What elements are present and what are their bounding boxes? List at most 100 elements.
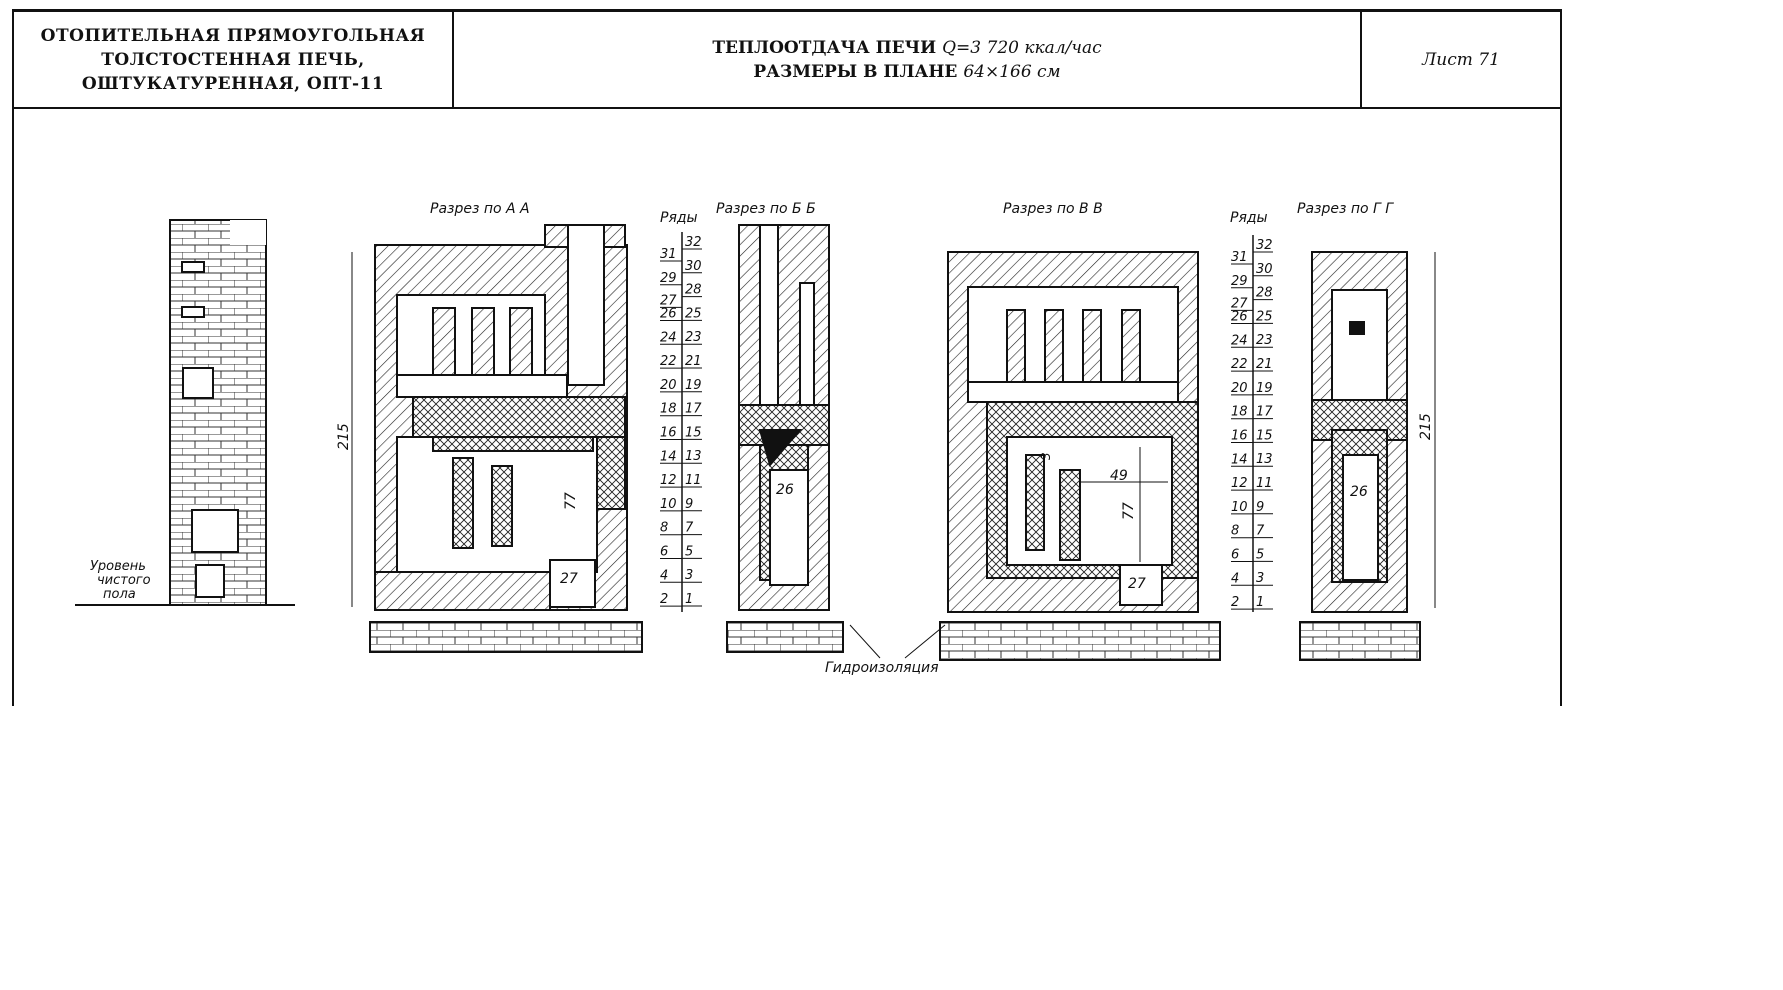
- row-number: 8: [1231, 524, 1239, 539]
- row-number: 13: [1256, 452, 1273, 467]
- row-number: 8: [660, 521, 668, 536]
- section-b-title: Разрез по Б Б: [716, 201, 816, 217]
- section-g-title: Разрез по Г Г: [1297, 201, 1394, 217]
- section-a-a: [351, 224, 643, 653]
- row-number: 17: [685, 402, 702, 417]
- name-line: ОШТУКАТУРЕННАЯ, ОПТ-11: [81, 73, 385, 94]
- row-number: 22: [1231, 357, 1248, 372]
- dim-gap: 3: [1039, 452, 1053, 460]
- name-line: ТОЛСТОСТЕННАЯ ПЕЧЬ,: [101, 49, 365, 70]
- dim-ash-width-v: 27: [1128, 576, 1146, 592]
- size-label: РАЗМЕРЫ В ПЛАНЕ: [753, 61, 958, 82]
- row-number: 7: [685, 521, 694, 536]
- row-number: 15: [1256, 428, 1273, 443]
- dim-channel-width: 26: [776, 482, 794, 498]
- row-number: 24: [660, 330, 677, 345]
- facade-view: [75, 219, 295, 606]
- row-number: 32: [685, 235, 702, 250]
- row-number: 16: [660, 426, 677, 441]
- row-number: 4: [660, 568, 668, 583]
- row-number: 27: [660, 293, 677, 308]
- row-number: 13: [685, 449, 702, 464]
- row-number: 23: [1256, 333, 1273, 348]
- row-number: 1: [685, 592, 693, 607]
- section-v-title: Разрез по В В: [1003, 201, 1103, 217]
- row-number: 24: [1231, 333, 1248, 348]
- row-number: 11: [685, 473, 702, 488]
- row-number: 11: [1256, 476, 1273, 491]
- dim-firebox-width: 49: [1110, 468, 1128, 484]
- dim-channel-width-g: 26: [1350, 484, 1368, 500]
- row-number: 6: [660, 545, 668, 560]
- row-number: 5: [685, 544, 693, 559]
- row-number: 26: [1231, 310, 1248, 325]
- row-number: 29: [1231, 274, 1248, 289]
- row-number: 4: [1231, 571, 1239, 586]
- rows-scale-1: 3230282523211917151311975313129272624222…: [660, 232, 702, 612]
- heat-value: Q=3 720 ккал/час: [942, 37, 1102, 58]
- heat-label: ТЕПЛООТДАЧА ПЕЧИ: [712, 37, 937, 58]
- row-number: 25: [1256, 309, 1273, 324]
- stove-name: ОТОПИТЕЛЬНАЯ ПРЯМОУГОЛЬНАЯ ТОЛСТОСТЕННАЯ…: [14, 12, 454, 107]
- row-number: 18: [660, 402, 677, 417]
- drawing-sheet: ОТОПИТЕЛЬНАЯ ПРЯМОУГОЛЬНАЯ ТОЛСТОСТЕННАЯ…: [12, 9, 1562, 706]
- row-number: 20: [1231, 381, 1248, 396]
- row-number: 20: [660, 378, 677, 393]
- section-b-b: [726, 224, 844, 653]
- row-number: 6: [1231, 548, 1239, 563]
- row-number: 22: [660, 354, 677, 369]
- sheet-number: Лист 71: [1422, 49, 1500, 70]
- row-number: 25: [685, 306, 702, 321]
- row-number: 10: [1231, 500, 1248, 515]
- row-number: 30: [1256, 262, 1273, 277]
- section-g-g: [1299, 251, 1436, 661]
- row-number: 26: [660, 307, 677, 322]
- dim-height-g: 215: [1418, 413, 1434, 440]
- floor-level-label: пола: [103, 587, 136, 602]
- row-number: 23: [685, 330, 702, 345]
- row-number: 10: [660, 497, 677, 512]
- name-line: ОТОПИТЕЛЬНАЯ ПРЯМОУГОЛЬНАЯ: [40, 25, 426, 46]
- dim-height: 215: [336, 423, 352, 450]
- row-number: 3: [685, 568, 693, 583]
- dim-firebox-height-v: 77: [1121, 502, 1137, 520]
- row-number: 16: [1231, 429, 1248, 444]
- row-number: 9: [685, 497, 693, 512]
- dim-firebox-height: 77: [563, 492, 579, 510]
- row-number: 14: [660, 449, 677, 464]
- dim-ash-width: 27: [560, 571, 578, 587]
- row-number: 28: [1256, 286, 1273, 301]
- row-number: 31: [660, 247, 677, 262]
- row-number: 32: [1256, 238, 1273, 253]
- row-number: 18: [1231, 405, 1248, 420]
- size-value: 64×166 см: [963, 61, 1061, 82]
- rows-label: Ряды: [660, 210, 698, 226]
- row-number: 30: [685, 259, 702, 274]
- row-number: 19: [1256, 381, 1273, 396]
- row-number: 29: [660, 271, 677, 286]
- row-number: 9: [1256, 500, 1264, 515]
- row-number: 2: [1231, 595, 1239, 610]
- row-number: 12: [1231, 476, 1248, 491]
- waterproofing-label: Гидроизоляция: [825, 660, 939, 676]
- section-v-v: [939, 251, 1221, 661]
- row-number: 17: [1256, 405, 1273, 420]
- row-number: 21: [1256, 357, 1273, 372]
- row-number: 28: [685, 283, 702, 298]
- row-number: 3: [1256, 571, 1264, 586]
- stove-specs: ТЕПЛООТДАЧА ПЕЧИ Q=3 720 ккал/час РАЗМЕР…: [454, 12, 1362, 107]
- rows-label-2: Ряды: [1230, 210, 1268, 226]
- row-number: 21: [685, 354, 702, 369]
- rows-scale-2: 3230282523211917151311975313129272624222…: [1231, 235, 1273, 612]
- row-number: 5: [1256, 547, 1264, 562]
- row-number: 31: [1231, 250, 1248, 265]
- row-number: 7: [1256, 524, 1265, 539]
- floor-level-label: чистого: [97, 573, 151, 588]
- floor-level-label: Уровень: [90, 559, 146, 574]
- section-a-title: Разрез по А А: [430, 201, 530, 217]
- row-number: 1: [1256, 595, 1264, 610]
- row-number: 14: [1231, 452, 1248, 467]
- row-number: 19: [685, 378, 702, 393]
- row-number: 27: [1231, 296, 1248, 311]
